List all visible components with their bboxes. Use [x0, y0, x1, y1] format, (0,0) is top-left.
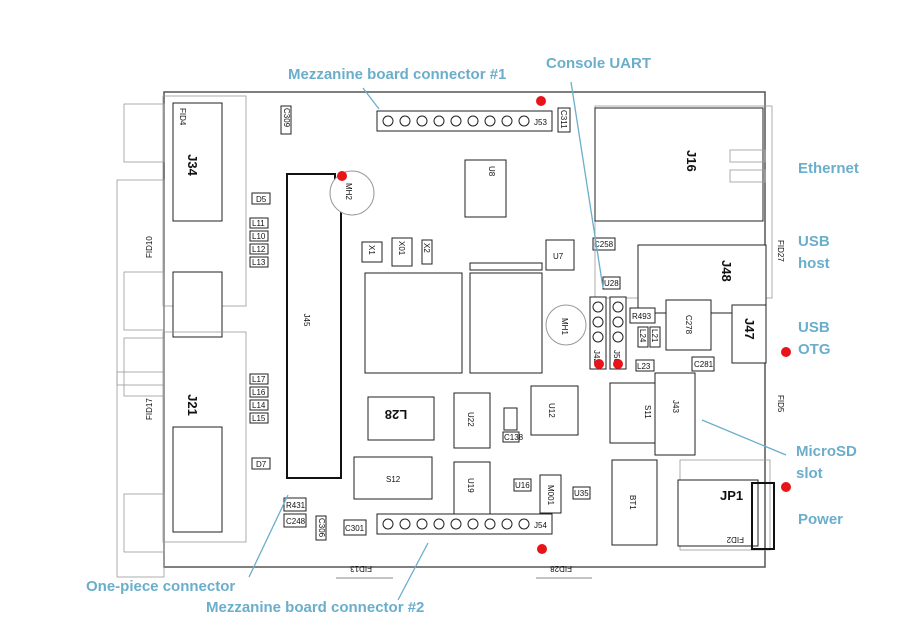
- ref-u19: U19: [466, 478, 475, 493]
- ref-c258: C258: [594, 240, 614, 249]
- ref-j34: J34: [185, 154, 200, 176]
- ref-u28: U28: [604, 279, 619, 288]
- ref-u35: U35: [574, 489, 589, 498]
- ref-c311: C311: [559, 110, 568, 129]
- ref-l16: L16: [252, 388, 266, 397]
- ref-j45: J45: [302, 314, 311, 327]
- location-markers: [337, 96, 791, 554]
- callout-usb-host-line2: host: [798, 255, 830, 272]
- ref-jp1: JP1: [720, 488, 743, 503]
- ref-d5: D5: [256, 195, 267, 204]
- ref-j21: J21: [185, 394, 200, 416]
- ref-j48: J48: [719, 260, 734, 282]
- callout-microsd-line1: MicroSD: [796, 443, 857, 460]
- ref-c138: C138: [504, 433, 524, 442]
- ref-r493: R493: [632, 312, 652, 321]
- ref-l11: L11: [252, 219, 265, 228]
- ref-l23: L23: [637, 362, 651, 371]
- ref-fid10: FID10: [145, 236, 154, 258]
- ref-l15: L15: [252, 414, 266, 423]
- j21-connector: J21 FID17: [116, 271, 247, 578]
- u19-chip: [453, 461, 491, 518]
- ref-x2: X2: [422, 243, 431, 253]
- mh1-mounting-hole: [545, 304, 587, 346]
- j43-microsd-slot: [654, 372, 696, 456]
- ref-x1: X1: [367, 245, 376, 255]
- u12-chip: [530, 385, 579, 436]
- ref-j53: J53: [534, 118, 547, 127]
- jp1-power-connector: [751, 482, 775, 550]
- ref-u8: U8: [487, 166, 496, 177]
- bt1-battery: [611, 459, 658, 546]
- ref-bt1: BT1: [628, 495, 637, 510]
- ref-j42: J42: [592, 350, 601, 363]
- ref-l21: L21: [650, 329, 659, 343]
- j45-one-piece-connector: [286, 173, 342, 479]
- inductor-column: L11 L10 L12 L13 L17 L16 L14 L15 D5 D7: [249, 192, 271, 470]
- ref-fid2: FID2: [726, 535, 744, 544]
- ref-fid28: FID28: [550, 564, 572, 573]
- j54-mezzanine-connector-2: J54: [376, 513, 553, 535]
- callout-console-uart: Console UART: [546, 55, 651, 72]
- callout-usb-otg-line2: OTG: [798, 341, 831, 358]
- callout-power: Power: [798, 511, 843, 528]
- callout-usb-host-line1: USB: [798, 233, 830, 250]
- ref-m001: M001: [546, 485, 555, 506]
- ref-j47: J47: [742, 318, 757, 340]
- ref-u16: U16: [515, 481, 530, 490]
- ref-s12: S12: [386, 475, 401, 484]
- ref-fid13: FID13: [350, 564, 372, 573]
- ref-mh1: MH1: [560, 318, 569, 335]
- callout-microsd-line2: slot: [796, 465, 823, 482]
- ref-j16: J16: [684, 150, 699, 172]
- ref-c248: C248: [286, 517, 306, 526]
- ref-l28: L28: [385, 407, 407, 422]
- j34-connector: J34 FID4 FID10: [116, 95, 247, 386]
- ref-j50: J50: [612, 350, 621, 363]
- ref-l14: L14: [252, 401, 266, 410]
- j16-ethernet-jack: [594, 107, 764, 222]
- callout-ethernet: Ethernet: [798, 160, 859, 177]
- memory-chip: [469, 272, 543, 374]
- s12-switch: [353, 456, 433, 500]
- ref-l10: L10: [252, 232, 266, 241]
- ref-l12: L12: [252, 245, 266, 254]
- u22-chip: [453, 392, 491, 449]
- ref-fid5: FID5: [776, 395, 785, 413]
- ref-u7: U7: [553, 252, 564, 261]
- ref-u12: U12: [547, 403, 556, 418]
- ref-j54: J54: [534, 521, 547, 530]
- ref-l13: L13: [252, 258, 266, 267]
- ref-fid4: FID4: [178, 108, 187, 126]
- ref-d7: D7: [256, 460, 267, 469]
- u8-chip: [464, 159, 507, 218]
- ref-c309: C309: [282, 108, 291, 128]
- processor-chip: [364, 272, 463, 374]
- ref-s11: S11: [643, 405, 652, 419]
- ref-x01: X01: [397, 241, 406, 256]
- ref-fid27: FID27: [776, 240, 785, 262]
- ref-fid17: FID17: [145, 398, 154, 420]
- j53-mezzanine-connector-1: J53: [376, 110, 553, 132]
- console-uart-header: J42 J50: [589, 296, 627, 370]
- callout-mezzanine-connector-2: Mezzanine board connector #2: [206, 599, 424, 616]
- ref-c301: C301: [345, 524, 365, 533]
- ref-l17: L17: [252, 375, 266, 384]
- ref-c278: C278: [684, 315, 693, 335]
- ref-j43: J43: [671, 400, 680, 413]
- ref-l24: L24: [638, 329, 647, 343]
- callout-mezzanine-connector-1: Mezzanine board connector #1: [288, 66, 506, 83]
- callout-one-piece-connector: One-piece connector: [86, 578, 235, 595]
- mh2-mounting-hole: [329, 170, 375, 216]
- callout-usb-otg-line1: USB: [798, 319, 830, 336]
- ref-c281: C281: [694, 360, 714, 369]
- j47-usb-otg-connector: [731, 304, 767, 364]
- ref-c306: C306: [317, 518, 326, 538]
- ref-u22: U22: [466, 412, 475, 427]
- ref-r431: R431: [286, 501, 306, 510]
- ref-mh2: MH2: [344, 183, 353, 200]
